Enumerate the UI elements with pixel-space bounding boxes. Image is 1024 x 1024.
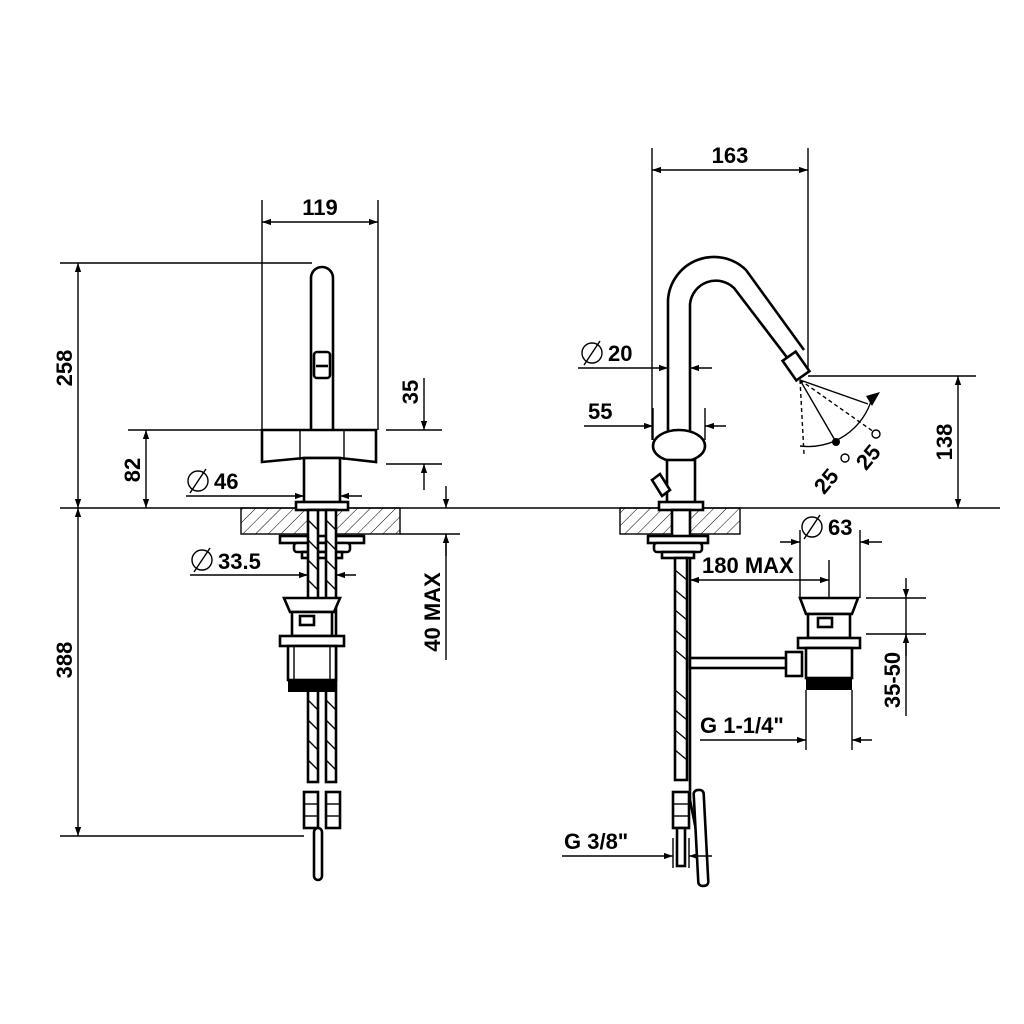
- dim-front-body-diameter: 46: [214, 469, 238, 494]
- dim-side-angle-right: 25: [851, 440, 886, 475]
- diameter-icon: [581, 340, 603, 366]
- dim-side-spout-diameter: 20: [608, 341, 632, 366]
- dim-side-angle-left: 25: [809, 464, 844, 499]
- dim-side-waste-range: 35-50: [880, 652, 905, 708]
- dim-side-outlet-height: 138: [932, 424, 957, 461]
- dim-front-handle-height: 82: [120, 458, 145, 482]
- diameter-icon: [801, 514, 823, 540]
- dim-side-waste-diameter: 63: [828, 515, 852, 540]
- diameter-icon: [191, 547, 213, 573]
- dim-side-waste-distance: 180 MAX: [702, 553, 794, 578]
- dim-front-deck-thickness: 40 MAX: [420, 572, 445, 652]
- side-waste-link: [688, 656, 792, 670]
- dim-front-width: 119: [302, 195, 338, 220]
- dim-front-thread-diameter: 33.5: [218, 549, 261, 574]
- dim-side-body-width: 55: [588, 399, 612, 424]
- front-view: 119 258 82 35 46 33.5: [52, 195, 1000, 882]
- dim-side-supply-thread: G 3/8": [564, 829, 628, 854]
- side-spout: [666, 255, 806, 440]
- dim-front-height: 258: [52, 350, 77, 387]
- dim-front-handle-thickness: 35: [398, 380, 423, 404]
- spray-angle: 25 25: [799, 379, 886, 499]
- side-popup-rod: [650, 472, 672, 498]
- dim-front-below-deck: 388: [52, 642, 77, 679]
- dim-side-reach: 163: [712, 143, 749, 168]
- front-body: [302, 456, 342, 506]
- side-view: 25 25: [562, 143, 976, 888]
- side-body: [665, 458, 697, 506]
- side-fitting: [671, 790, 691, 830]
- side-waste: [796, 596, 862, 690]
- dim-side-waste-thread: G 1-1/4": [700, 713, 784, 738]
- front-nut: [292, 541, 352, 554]
- front-spout: [309, 265, 335, 434]
- front-fittings: [302, 790, 342, 882]
- side-hose: [673, 556, 689, 782]
- side-lever: [651, 428, 707, 464]
- diameter-icon: [187, 468, 209, 494]
- side-spout-outlet: [780, 349, 812, 383]
- front-waste: [278, 596, 346, 692]
